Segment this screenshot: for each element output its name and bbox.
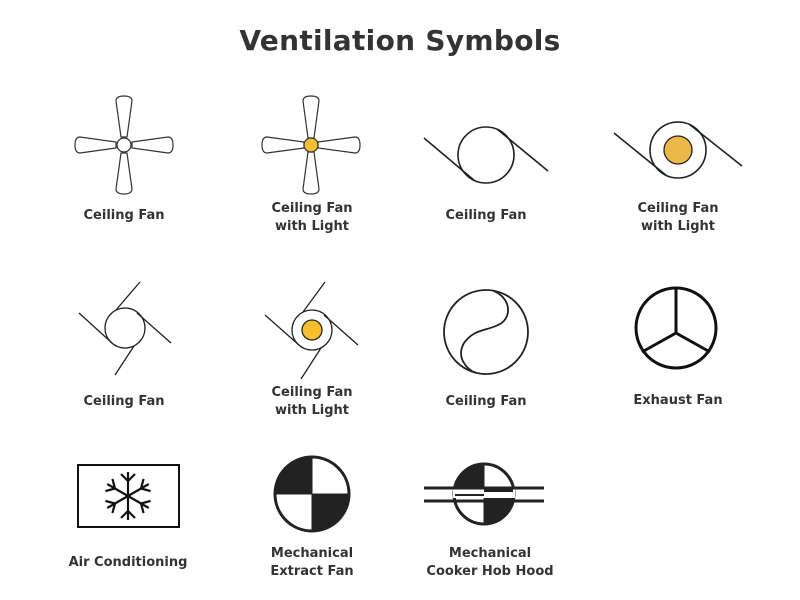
symbol-ceiling-fan-circle-tangent: Ceiling Fan — [386, 90, 586, 240]
symbol-label: Ceiling Fan with Light — [271, 201, 353, 234]
symbol-mechanical-cooker-hob-hood: Mechanical Cooker Hob Hood — [384, 450, 584, 590]
circle-four-tangents-icon — [78, 281, 172, 376]
symbol-ceiling-fan-four-tangent: Ceiling Fan — [24, 275, 224, 425]
circle-four-tangents-light-icon — [264, 281, 359, 380]
symbol-label: Mechanical Extract Fan — [270, 546, 354, 579]
page-title: Ventilation Symbols — [239, 24, 561, 57]
quartered-circle-rails-icon — [424, 462, 544, 526]
symbol-ceiling-fan-blades-light: Ceiling Fan with Light — [212, 90, 412, 240]
symbol-label: Mechanical Cooker Hob Hood — [426, 546, 554, 579]
circle-two-tangents-light-icon — [613, 121, 743, 179]
symbol-exhaust-fan: Exhaust Fan — [578, 275, 778, 425]
symbol-label: Ceiling Fan with Light — [271, 385, 353, 418]
snowflake-box-icon — [77, 464, 180, 528]
symbol-ceiling-fan-circle-tangent-light: Ceiling Fan with Light — [578, 90, 778, 240]
symbol-mechanical-extract-fan: Mechanical Extract Fan — [212, 450, 412, 590]
symbol-label: Ceiling Fan — [445, 394, 527, 409]
circle-two-tangents-icon — [423, 126, 549, 184]
symbol-label: Ceiling Fan — [83, 208, 165, 223]
symbol-ceiling-fan-blades: Ceiling Fan — [24, 90, 224, 240]
symbol-label: Ceiling Fan with Light — [637, 201, 719, 234]
exhaust-fan-icon — [634, 286, 718, 370]
four-blade-fan-light-icon — [261, 95, 361, 195]
symbol-air-conditioning: Air Conditioning — [28, 455, 228, 595]
symbol-label: Ceiling Fan — [445, 208, 527, 223]
four-blade-fan-icon — [74, 95, 174, 195]
symbol-label: Exhaust Fan — [633, 393, 723, 408]
symbol-ceiling-fan-yin-yang: Ceiling Fan — [386, 275, 586, 425]
quartered-circle-icon — [273, 455, 351, 533]
symbol-label: Ceiling Fan — [83, 394, 165, 409]
symbol-label: Air Conditioning — [68, 555, 188, 570]
symbol-ceiling-fan-four-tangent-light: Ceiling Fan with Light — [212, 275, 412, 425]
yin-yang-fan-icon — [443, 289, 529, 375]
